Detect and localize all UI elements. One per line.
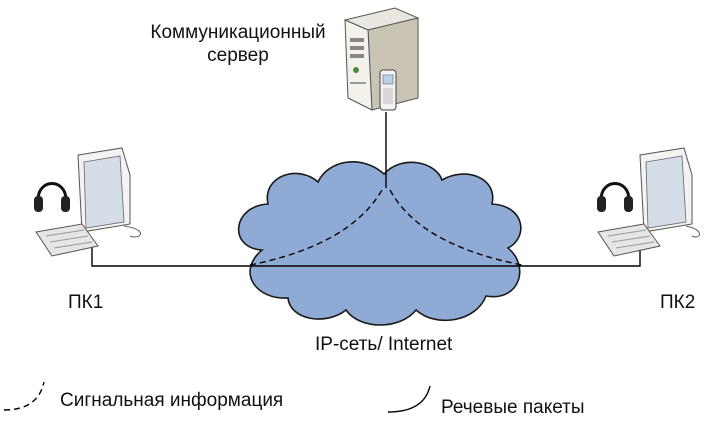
network-label: IP-сеть/ Internet — [315, 333, 452, 356]
ip-network-cloud — [239, 162, 521, 325]
headphones-icon — [34, 184, 70, 213]
headphones-icon — [597, 184, 633, 213]
pc1-icon — [36, 148, 141, 256]
server-label-line2: сервер — [132, 44, 344, 67]
legend-voice-label: Речевые пакеты — [441, 396, 585, 419]
pc2-label: ПК2 — [660, 291, 695, 314]
pc2-icon — [598, 148, 700, 256]
server-label: Коммуникационный сервер — [132, 21, 344, 67]
legend-signal-label: Сигнальная информация — [60, 389, 283, 412]
pc1-label: ПК1 — [68, 291, 103, 314]
server-label-line1: Коммуникационный — [132, 21, 344, 44]
server-icon — [345, 8, 418, 110]
legend-signal-sample — [4, 382, 44, 410]
legend-voice-sample — [388, 386, 430, 412]
